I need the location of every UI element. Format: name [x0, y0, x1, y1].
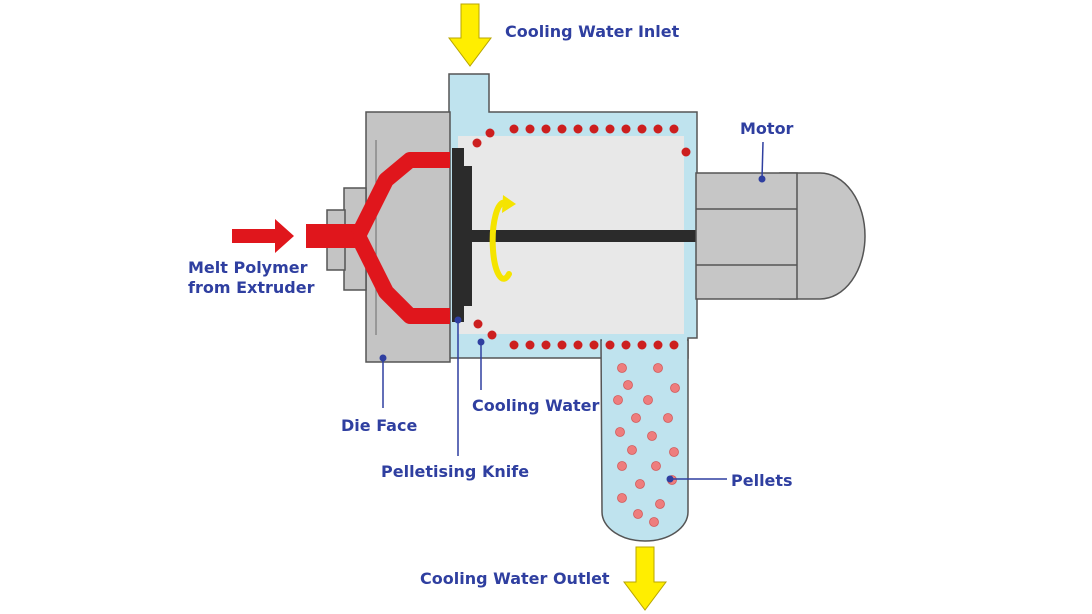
- pellets-in-outlet: [613, 363, 680, 527]
- melt-polymer-label-line2: from Extruder: [188, 278, 315, 297]
- rotation-arrow-icon: [489, 195, 516, 282]
- die-face-label: Die Face: [341, 416, 417, 435]
- motor-label: Motor: [740, 119, 794, 138]
- pellet-outlet-pipe: [600, 339, 689, 542]
- pellets-in-chamber: [472, 124, 691, 350]
- pellets-label: Pellets: [731, 471, 793, 490]
- polymer-channels: [306, 152, 450, 324]
- pelletising-knife-label: Pelletising Knife: [381, 462, 529, 481]
- cooling-water-label: Cooling Water: [472, 396, 599, 415]
- cooling-water-outlet-arrow-icon: [623, 546, 667, 611]
- melt-polymer-arrow-icon: [232, 219, 294, 253]
- motor-end-cap: [779, 172, 866, 300]
- die-body: [365, 111, 451, 363]
- leader-lines: [382, 141, 764, 480]
- outlet-join: [602, 337, 687, 345]
- cooling-water-inlet-arrow-icon: [448, 3, 492, 67]
- pelletising-knife-assembly: [452, 148, 472, 322]
- cooling-water-inlet-label: Cooling Water Inlet: [505, 22, 680, 41]
- cooling-water-outlet-label: Cooling Water Outlet: [420, 569, 610, 588]
- leader-dots: [379, 175, 766, 483]
- motor-shaft: [470, 230, 696, 242]
- motor-body: [695, 172, 798, 300]
- melt-polymer-label-line1: Melt Polymer: [188, 258, 308, 277]
